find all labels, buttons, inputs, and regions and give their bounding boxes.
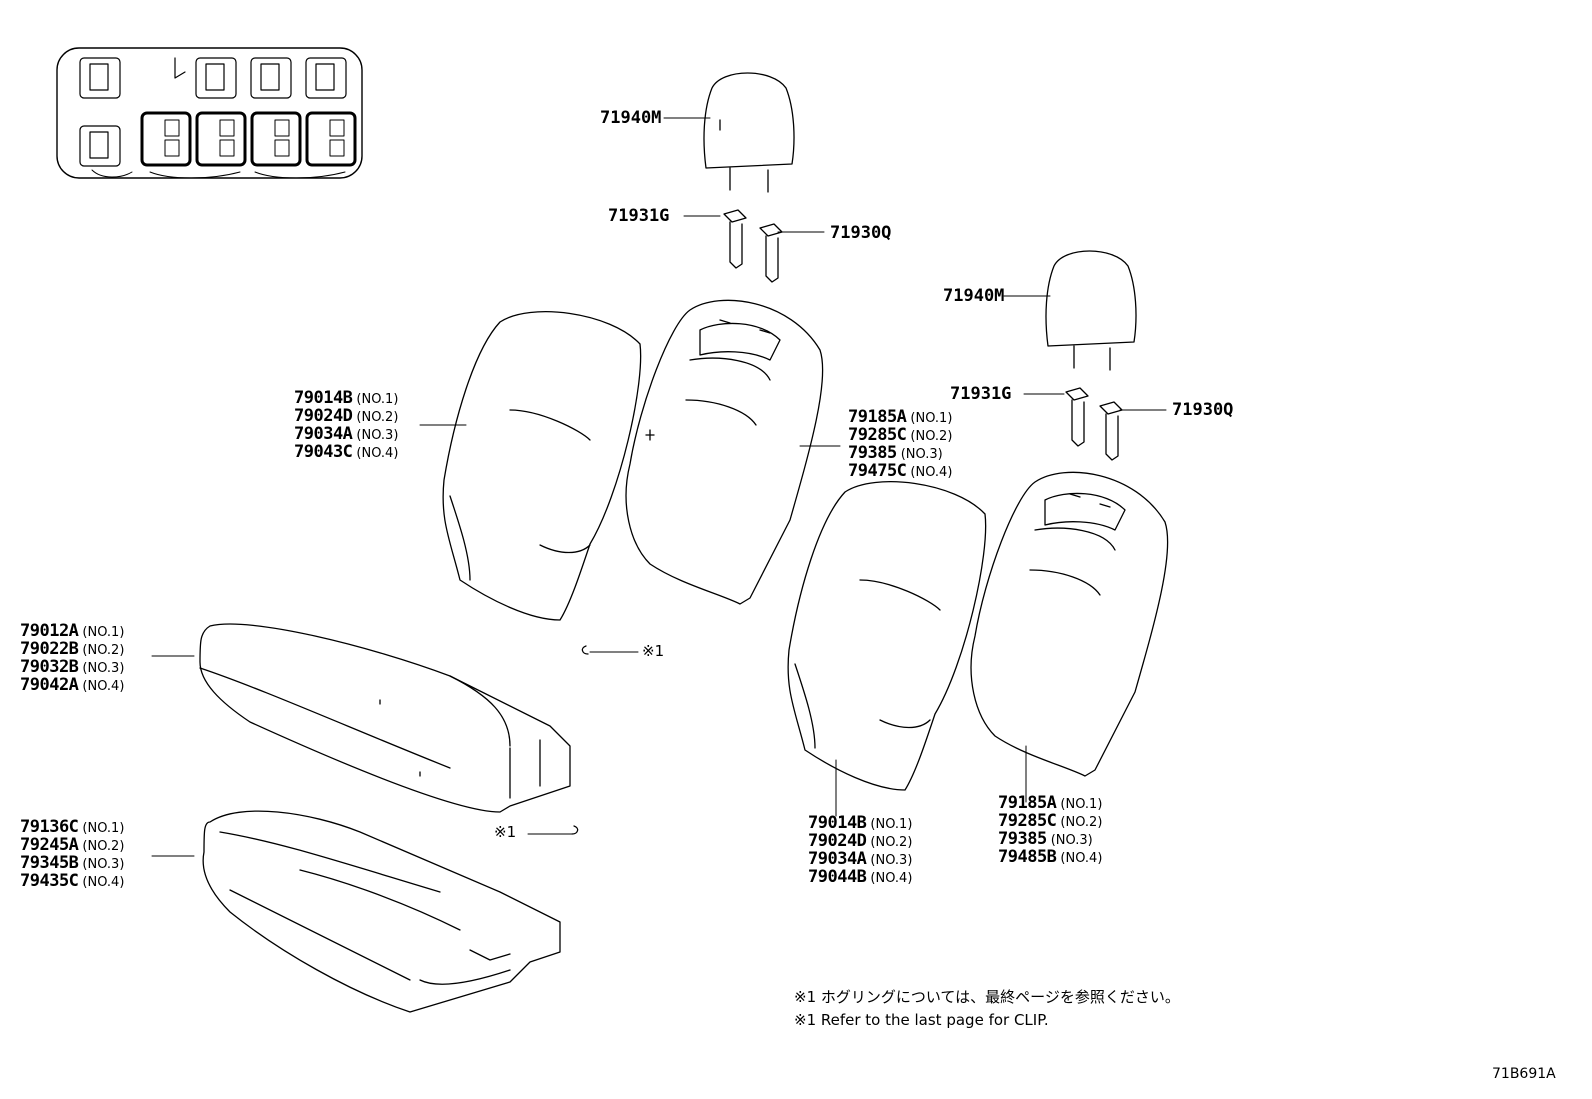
clip-reference-a: ※1 <box>642 642 665 660</box>
support-left-a-label: 71931G <box>608 206 670 226</box>
cushion-pad-labels: 79136C(NO.1) 79245A(NO.2) 79345B(NO.3) 7… <box>20 817 125 891</box>
support-right-b-label: 71930Q <box>1172 400 1234 420</box>
headrest-support-left <box>683 209 825 283</box>
seat-cushion-pad-drawing <box>151 810 561 1013</box>
seatback-cover-left-drawing <box>419 311 642 621</box>
back-cover-left-labels: 79014B(NO.1) 79024D(NO.2) 79034A(NO.3) 7… <box>294 388 399 462</box>
clip-reference-b: ※1 <box>494 823 517 841</box>
diagram-code: 71B691A <box>1492 1066 1556 1082</box>
clip-right <box>527 825 579 835</box>
headrest-right-label: 71940M <box>943 286 1005 306</box>
clip-left <box>581 645 639 655</box>
seat-locator-map <box>56 47 363 179</box>
headrest-left-label: 71940M <box>600 108 662 128</box>
clip-note-english: ※1 Refer to the last page for CLIP. <box>794 1011 1049 1029</box>
headrest-right-drawing <box>1003 250 1137 371</box>
seatback-pad-right-drawing <box>970 471 1169 803</box>
seat-cushion-cover-drawing <box>151 623 571 813</box>
back-pad-right-labels: 79185A(NO.1) 79285C(NO.2) 79385(NO.3) 79… <box>998 793 1103 867</box>
cushion-cover-labels: 79012A(NO.1) 79022B(NO.2) 79032B(NO.3) 7… <box>20 621 125 695</box>
support-right-a-label: 71931G <box>950 384 1012 404</box>
seatback-cover-right-drawing <box>787 481 987 817</box>
support-left-b-label: 71930Q <box>830 223 892 243</box>
clip-note-japanese: ※1 ホグリングについては、最終ページを参照ください。 <box>794 988 1180 1006</box>
seatback-pad-left-drawing <box>625 299 841 605</box>
headrest-support-right <box>1023 387 1167 461</box>
back-cover-right-labels: 79014B(NO.1) 79024D(NO.2) 79034A(NO.3) 7… <box>808 813 913 887</box>
headrest-left-drawing <box>663 72 795 193</box>
back-pad-left-labels: 79185A(NO.1) 79285C(NO.2) 79385(NO.3) 79… <box>848 407 953 481</box>
